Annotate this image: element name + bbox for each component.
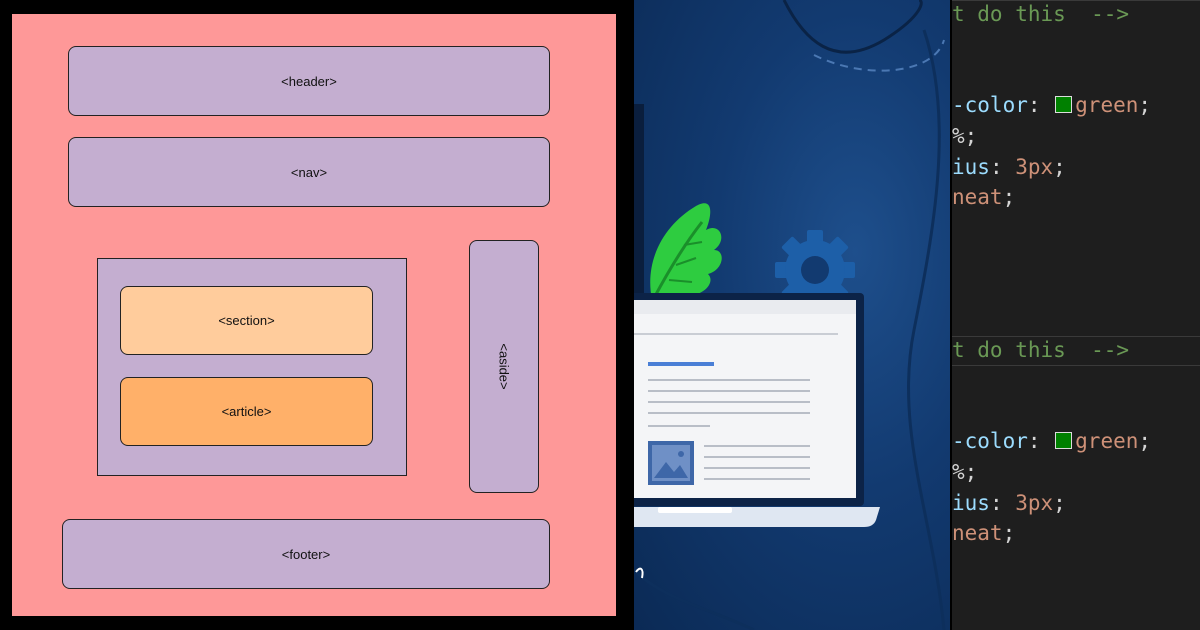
css-value: green bbox=[1075, 429, 1139, 453]
decor-curve-bottom bbox=[634, 568, 755, 630]
diagram-canvas: <header> <nav> <section> <article> <asid… bbox=[12, 14, 616, 616]
css-punctuation: : bbox=[1027, 93, 1054, 117]
color-swatch-icon[interactable] bbox=[1055, 96, 1073, 113]
illustration-panel bbox=[634, 0, 950, 630]
illustration-svg bbox=[634, 0, 946, 630]
editor-divider bbox=[952, 336, 1200, 337]
decor-hook bbox=[635, 567, 644, 579]
css-punctuation: %; bbox=[952, 124, 978, 148]
css-value: 3px bbox=[1015, 491, 1054, 515]
editor-divider bbox=[952, 0, 1200, 1]
css-semicolon: ; bbox=[1002, 521, 1016, 545]
code-comment: t do this --> bbox=[952, 2, 1130, 26]
css-semicolon: ; bbox=[1002, 185, 1016, 209]
css-property: ius bbox=[952, 491, 990, 515]
css-semicolon: ; bbox=[1053, 491, 1066, 515]
decor-curve-dashed bbox=[813, 39, 945, 72]
layout-diagram-panel: <header> <nav> <section> <article> <asid… bbox=[12, 14, 616, 616]
code-line: neat; bbox=[952, 185, 1015, 209]
decor-curve-dark bbox=[782, 0, 923, 54]
footer-label: <footer> bbox=[281, 546, 331, 562]
image-placeholder-icon bbox=[648, 441, 694, 485]
css-semicolon: ; bbox=[1138, 429, 1152, 453]
css-semicolon: ; bbox=[1053, 155, 1066, 179]
footer-box: <footer> bbox=[62, 519, 550, 589]
nav-box: <nav> bbox=[68, 137, 550, 207]
css-property: -color bbox=[952, 93, 1028, 117]
code-line: ius: 3px; bbox=[952, 155, 1066, 179]
editor-divider bbox=[952, 365, 1200, 366]
css-punctuation: : bbox=[989, 155, 1016, 179]
laptop-icon bbox=[634, 104, 880, 527]
css-value: green bbox=[1075, 93, 1139, 117]
header-label: <header> bbox=[281, 73, 337, 89]
code-line: %; bbox=[952, 124, 977, 148]
code-line: -color: green; bbox=[952, 93, 1151, 117]
article-label: <article> bbox=[221, 404, 272, 419]
code-editor-panel: t do this --> -color: green; %; ius: 3px… bbox=[952, 0, 1200, 630]
css-property: -color bbox=[952, 429, 1028, 453]
css-value: 3px bbox=[1015, 155, 1054, 179]
leaf-icon bbox=[650, 203, 722, 300]
code-comment-line: t do this --> bbox=[952, 2, 1129, 26]
article-box: <article> bbox=[120, 377, 373, 446]
css-punctuation: %; bbox=[952, 460, 978, 484]
aside-label: <aside> bbox=[496, 343, 512, 390]
css-punctuation: : bbox=[989, 491, 1016, 515]
code-line: %; bbox=[952, 460, 977, 484]
code-line: -color: green; bbox=[952, 429, 1151, 453]
code-comment: t do this --> bbox=[952, 338, 1130, 362]
code-comment-line: t do this --> bbox=[952, 338, 1129, 362]
section-box: <section> bbox=[120, 286, 373, 355]
header-box: <header> bbox=[68, 46, 550, 116]
css-value: neat bbox=[952, 185, 1003, 209]
decor-curve-right bbox=[907, 29, 946, 630]
nav-label: <nav> bbox=[290, 164, 328, 180]
css-value: neat bbox=[952, 521, 1003, 545]
css-semicolon: ; bbox=[1138, 93, 1152, 117]
code-line: ius: 3px; bbox=[952, 491, 1066, 515]
color-swatch-icon[interactable] bbox=[1055, 432, 1073, 449]
css-property: ius bbox=[952, 155, 990, 179]
text-heading-bar bbox=[648, 362, 714, 366]
code-line: neat; bbox=[952, 521, 1015, 545]
aside-box: <aside> bbox=[469, 240, 539, 493]
css-punctuation: : bbox=[1027, 429, 1054, 453]
section-label: <section> bbox=[218, 313, 275, 328]
